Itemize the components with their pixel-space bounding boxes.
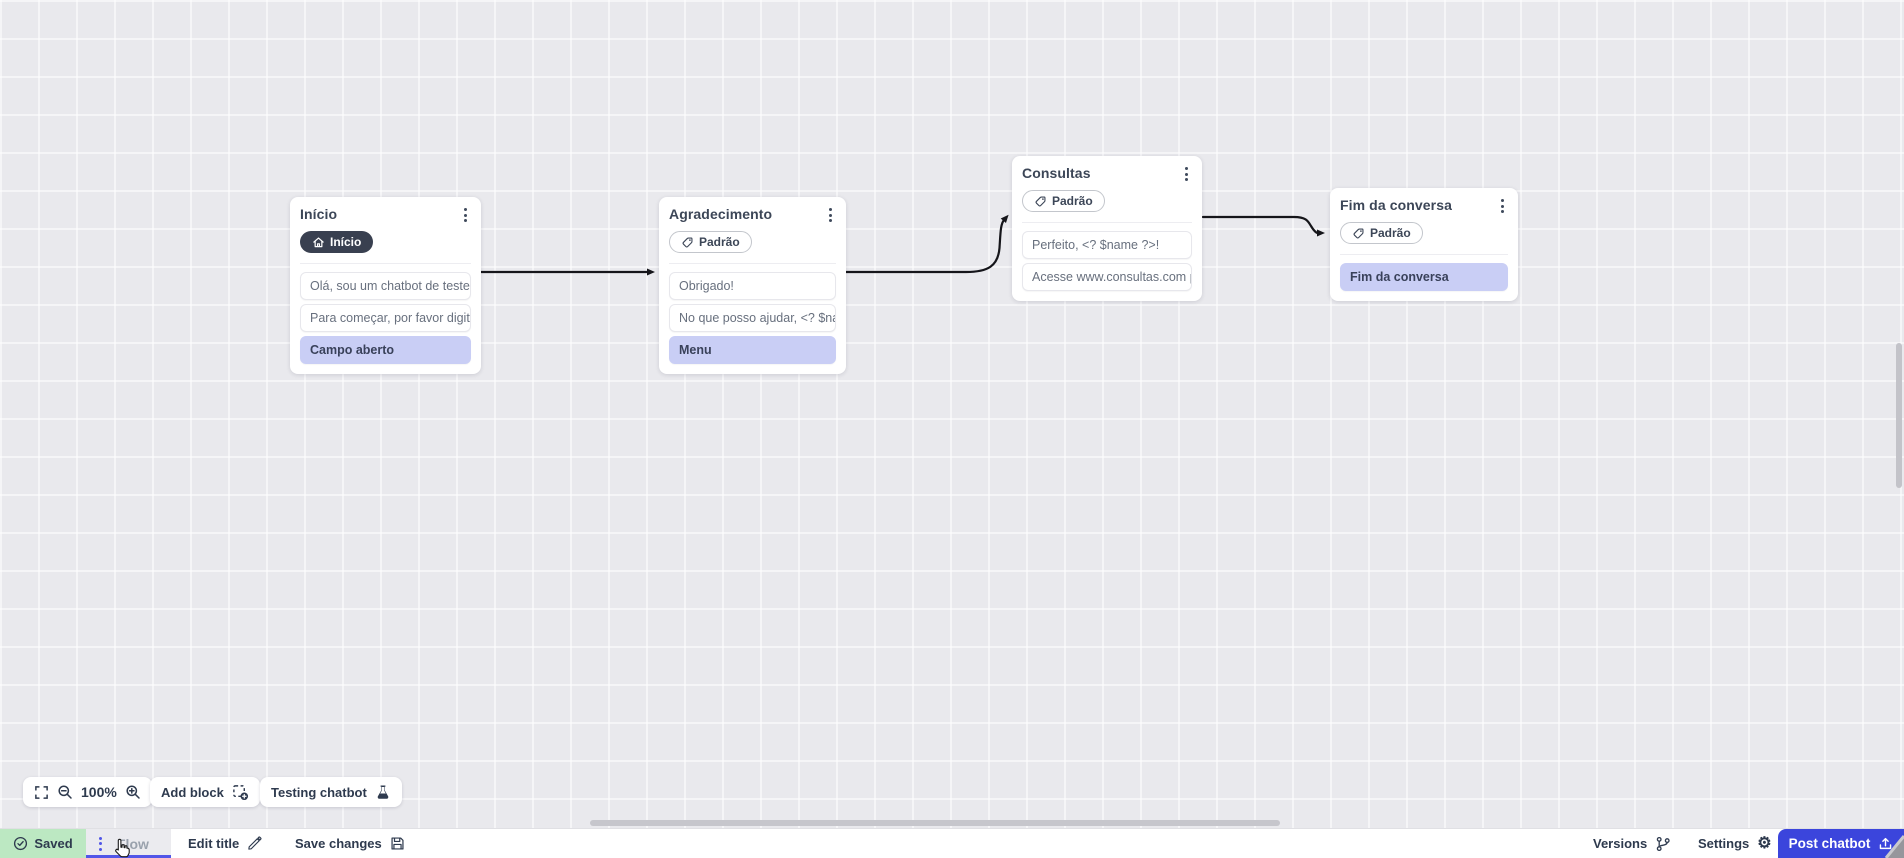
message-bubble[interactable]: Olá, sou um chatbot de teste! [300,271,471,300]
tag-icon [682,236,693,247]
tag-icon [1035,195,1046,206]
vertical-scrollbar[interactable] [1896,343,1902,488]
flow-menu-button[interactable] [95,835,106,853]
node-menu-button[interactable] [825,206,836,224]
node-menu-button[interactable] [460,206,471,224]
flow-connectors [479,214,1325,276]
home-icon [313,236,324,247]
tab-flow[interactable]: Flow [86,829,171,858]
tab-flow-label: Flow [117,835,149,852]
tag-icon [1353,227,1364,238]
save-changes-button[interactable]: Save changes [295,829,405,858]
node-type-badge: Padrão [1022,190,1105,212]
versions-button[interactable]: Versions [1593,829,1671,858]
message-bubble[interactable]: No que posso ajudar, <? $name ... [669,303,836,332]
node-type-badge: Padrão [669,231,752,253]
flow-node-consultas[interactable]: Consultas Padrão Perfeito, <? $name ?>! … [1012,156,1202,301]
input-block-bubble[interactable]: Campo aberto [300,335,471,364]
gear-icon: ⚙ [1757,834,1772,852]
post-chatbot-button[interactable]: Post chatbot [1778,829,1904,858]
bottom-bar: Saved Flow Edit title Save changes Versi… [0,828,1904,858]
check-circle-icon [14,836,28,851]
message-bubble[interactable]: Acesse www.consultas.com par... [1022,262,1192,291]
flask-icon [377,785,389,799]
message-bubble[interactable]: Obrigado! [669,271,836,300]
node-menu-button[interactable] [1181,165,1192,183]
input-block-bubble[interactable]: Menu [669,335,836,364]
message-bubble[interactable]: Para começar, por favor digite o ... [300,303,471,332]
add-block-button[interactable]: Add block [150,777,260,807]
node-header: Agradecimento Padrão [669,206,836,264]
message-bubble[interactable]: Perfeito, <? $name ?>! [1022,230,1192,259]
saved-status-badge: Saved [0,829,86,858]
node-title: Fim da conversa [1340,197,1452,213]
git-branch-icon [1656,836,1670,851]
flow-node-agradecimento[interactable]: Agradecimento Padrão Obrigado! No que po… [659,197,846,374]
edit-title-button[interactable]: Edit title [188,829,262,858]
connector-consultas-fim [1201,215,1325,237]
pencil-icon [248,836,262,850]
node-header: Consultas Padrão [1022,165,1192,223]
upload-icon [1880,837,1892,850]
flow-canvas[interactable]: Início Início Olá, sou um chatbot de tes… [0,0,1904,828]
node-type-badge: Padrão [1340,222,1423,244]
node-menu-button[interactable] [1497,197,1508,215]
node-header: Início Início [300,206,471,264]
flow-node-fim-da-conversa[interactable]: Fim da conversa Padrão Fim da conversa [1330,188,1518,301]
node-type-badge: Início [300,231,374,253]
horizontal-scrollbar[interactable] [590,820,1280,826]
settings-button[interactable]: Settings ⚙ [1698,834,1772,852]
flow-node-inicio[interactable]: Início Início Olá, sou um chatbot de tes… [290,197,481,374]
testing-chatbot-button[interactable]: Testing chatbot [260,777,402,807]
save-icon [391,837,404,850]
fullscreen-icon[interactable] [34,785,49,800]
node-header: Fim da conversa Padrão [1340,197,1508,255]
node-title: Agradecimento [669,206,773,222]
zoom-level: 100% [81,784,117,800]
node-title: Consultas [1022,165,1091,181]
connector-agradecimento-consultas [844,214,1009,274]
add-block-icon [233,784,248,800]
zoom-controls[interactable]: 100% [23,777,152,807]
zoom-in-icon[interactable] [125,784,141,800]
node-title: Início [300,206,338,222]
input-block-bubble[interactable]: Fim da conversa [1340,262,1508,291]
zoom-out-icon[interactable] [57,784,73,800]
